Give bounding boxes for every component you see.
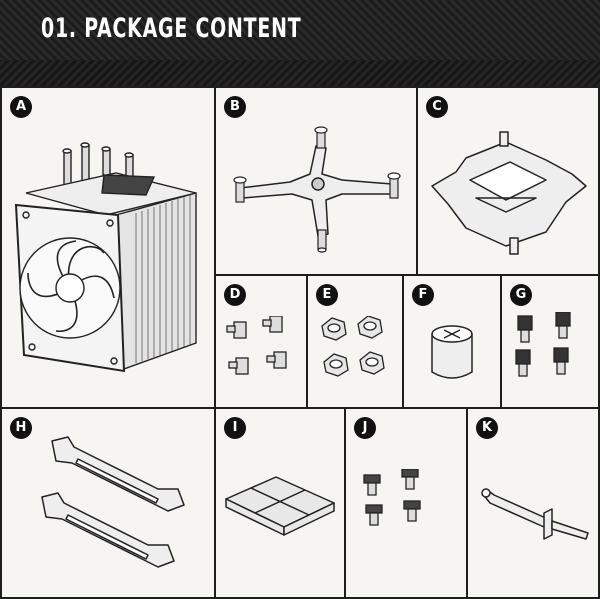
panel-e: E	[306, 274, 404, 409]
panel-g: G	[500, 274, 600, 409]
panel-j: J	[344, 407, 468, 599]
panel-c: C	[416, 86, 600, 276]
panel-label-k: K	[476, 417, 498, 439]
standoffs-illustration	[226, 316, 287, 375]
panel-k: K	[466, 407, 600, 599]
panel-h: H	[0, 407, 216, 599]
panel-label-f: F	[412, 284, 434, 306]
panel-i: I	[214, 407, 346, 599]
cpu-cooler-illustration	[14, 142, 197, 373]
panel-a: A	[0, 86, 216, 409]
nuts-illustration	[321, 316, 385, 377]
panel-label-e: E	[316, 284, 338, 306]
contents-grid: A	[0, 86, 600, 599]
panel-label-a: A	[10, 96, 32, 118]
cap-illustration	[431, 325, 473, 379]
panel-label-b: B	[224, 96, 246, 118]
panel-label-g: G	[510, 284, 532, 306]
panel-label-h: H	[10, 417, 32, 439]
screws-illustration	[363, 469, 421, 526]
bracket-b-illustration	[233, 126, 401, 253]
panel-d: D	[214, 274, 308, 409]
thumbscrews-illustration	[515, 312, 571, 377]
backplate-illustration	[431, 131, 587, 255]
thermal-pad-illustration	[225, 476, 335, 536]
panel-label-c: C	[426, 96, 448, 118]
page-title: 01. PACKAGE CONTENT	[41, 13, 302, 44]
panel-label-j: J	[354, 417, 376, 439]
mounting-bars-illustration	[41, 436, 185, 568]
panel-label-i: I	[224, 417, 246, 439]
thermal-paste-syringe-illustration	[481, 488, 589, 540]
page-header: 01. PACKAGE CONTENT	[0, 0, 600, 86]
panel-f: F	[402, 274, 502, 409]
panel-label-d: D	[224, 284, 246, 306]
panel-b: B	[214, 86, 418, 276]
